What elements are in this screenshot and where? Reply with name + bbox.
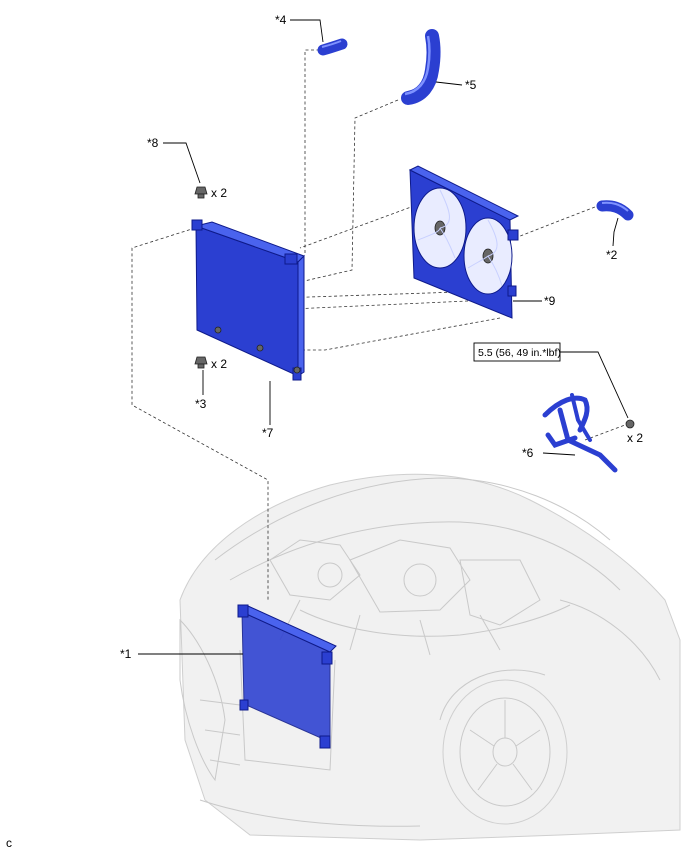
callout-6: *6	[522, 446, 534, 460]
hose-part-2	[596, 200, 634, 221]
callout-1: *1	[120, 647, 132, 661]
corner-mark: c	[6, 836, 12, 850]
condenser-part-1	[237, 604, 337, 749]
callout-9: *9	[544, 294, 556, 308]
hose-part-5	[401, 29, 441, 105]
clip-part-3	[194, 356, 208, 369]
callout-4: *4	[275, 13, 287, 27]
bolt-part-6	[625, 419, 635, 429]
callout-3: *3	[195, 397, 207, 411]
fan-shroud-part-9	[408, 165, 520, 319]
leader-lines	[138, 19, 629, 655]
callout-8: *8	[147, 136, 159, 150]
callout-7: *7	[262, 426, 274, 440]
vehicle-front-illustration	[179, 473, 681, 841]
callout-5: *5	[465, 78, 477, 92]
qty-6: x 2	[627, 431, 643, 445]
callout-2: *2	[606, 248, 618, 262]
bracket-part-6	[542, 393, 618, 473]
radiator-part-7	[191, 219, 305, 381]
hose-part-4	[317, 38, 348, 56]
qty-3: x 2	[211, 357, 227, 371]
qty-8: x 2	[211, 186, 227, 200]
torque-spec-text: 5.5 (56, 49 in.*lbf)	[478, 347, 561, 359]
clip-part-8	[194, 186, 208, 199]
torque-spec-box: 5.5 (56, 49 in.*lbf)	[473, 342, 561, 362]
